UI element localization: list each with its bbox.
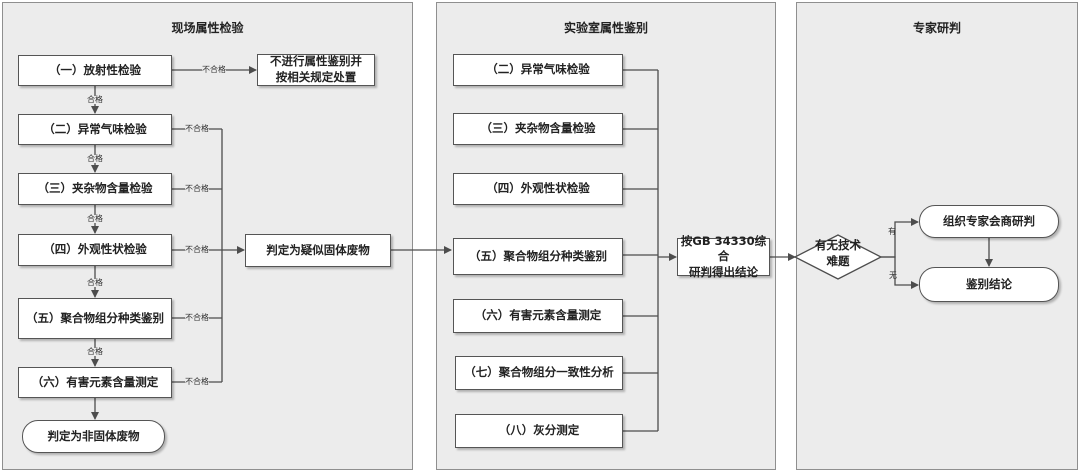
decision-text: 有无技术 难题	[808, 238, 868, 269]
conclusion-line-1: 按GB 34330综合	[680, 233, 767, 264]
step-label: （三）夹杂物含量检验	[37, 181, 153, 196]
pass-label-4: 合格	[87, 278, 103, 287]
lab-item-label: （五）聚合物组分种类鉴别	[469, 248, 607, 263]
decision-line-2: 难题	[826, 253, 850, 268]
lab-item-label: （八）灰分测定	[498, 423, 580, 438]
step-label: （一）放射性检验	[49, 62, 141, 77]
no-identification-line-1: 不进行属性鉴别并	[270, 54, 362, 69]
consult-label: 组织专家会商研判	[943, 213, 1035, 228]
lab-item-label: （二）异常气味检验	[486, 62, 590, 77]
lab-inclusion-box: （三）夹杂物含量检验	[453, 113, 623, 145]
no-identification-line-2: 按相关规定处置	[275, 70, 357, 84]
conclusion-line-2: 研判得出结论	[689, 264, 758, 279]
fail-label-inclusion: 不合格	[185, 184, 209, 193]
suspected-waste-box: 判定为疑似固体废物	[245, 234, 391, 267]
fail-label-harmful: 不合格	[185, 377, 209, 386]
fail-label-polymer: 不合格	[185, 313, 209, 322]
lab-item-label: （三）夹杂物含量检验	[480, 121, 596, 136]
step-label: （六）有害元素含量测定	[31, 374, 159, 389]
lab-ash-box: （八）灰分测定	[455, 414, 623, 448]
lab-polymer-type-box: （五）聚合物组分种类鉴别	[453, 238, 623, 275]
fail-label-odor: 不合格	[185, 124, 209, 133]
suspected-label: 判定为疑似固体废物	[266, 242, 370, 257]
gb34330-conclusion-box: 按GB 34330综合 研判得出结论	[677, 234, 770, 279]
expert-consult-box: 组织专家会商研判	[919, 205, 1059, 238]
step-label: （二）异常气味检验	[43, 121, 147, 136]
pass-label-1: 合格	[87, 95, 103, 104]
fail-label-appearance: 不合格	[185, 245, 209, 254]
lab-harmful-element-box: （六）有害元素含量测定	[453, 299, 623, 333]
step-label: （四）外观性状检验	[43, 242, 147, 257]
no-label: 无	[889, 271, 897, 280]
no-identification-box: 不进行属性鉴别并 按相关规定处置	[257, 54, 375, 86]
appearance-check-box: （四）外观性状检验	[18, 234, 172, 266]
step-label: （五）聚合物组分种类鉴别	[26, 310, 164, 325]
pass-label-2: 合格	[87, 154, 103, 163]
lab-appearance-box: （四）外观性状检验	[453, 173, 623, 205]
result-label: 鉴别结论	[966, 276, 1012, 291]
radiation-check-box: （一）放射性检验	[18, 55, 172, 86]
harmful-element-box: （六）有害元素含量测定	[18, 367, 172, 398]
yes-label: 有	[888, 227, 896, 236]
pass-label-5: 合格	[87, 347, 103, 356]
odor-check-box: （二）异常气味检验	[18, 114, 172, 145]
lab-item-label: （六）有害元素含量测定	[474, 308, 602, 323]
lab-panel-title: 实验室属性鉴别	[563, 21, 648, 35]
expert-panel-title: 专家研判	[912, 21, 961, 35]
lab-item-label: （四）外观性状检验	[486, 181, 590, 196]
non-waste-label: 判定为非固体废物	[47, 428, 140, 443]
inclusion-check-box: （三）夹杂物含量检验	[18, 173, 172, 205]
polymer-type-box: （五）聚合物组分种类鉴别	[18, 298, 172, 339]
lab-item-label: （七）聚合物组分一致性分析	[464, 365, 614, 380]
decision-line-1: 有无技术	[815, 238, 861, 252]
identification-result-box: 鉴别结论	[919, 267, 1059, 302]
field-panel-title: 现场属性检验	[171, 21, 244, 35]
fail-label-radiation: 不合格	[202, 65, 226, 74]
lab-odor-box: （二）异常气味检验	[453, 54, 623, 86]
non-solid-waste-box: 判定为非固体废物	[22, 420, 165, 453]
lab-polymer-consistency-box: （七）聚合物组分一致性分析	[455, 356, 623, 390]
pass-label-3: 合格	[87, 214, 103, 223]
